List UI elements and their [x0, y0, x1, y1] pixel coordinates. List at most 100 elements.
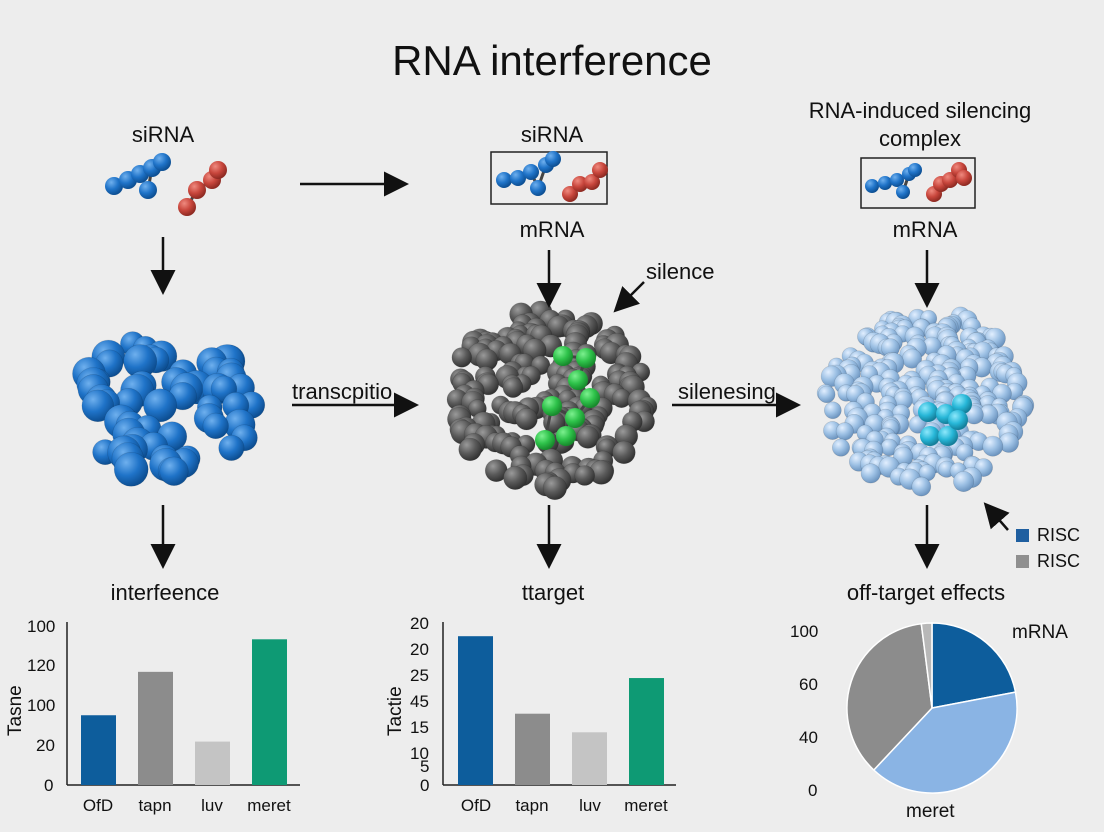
col3-bottom-label: off-target effects: [846, 580, 1006, 605]
chart-3-ytick: 40: [799, 728, 818, 747]
chart-2-ytick: 10: [410, 744, 429, 763]
bar-luv: [195, 741, 230, 785]
bar-luv: [572, 732, 607, 785]
sirna-bead-red: [592, 162, 608, 178]
protein-bead-lightblue: [817, 385, 836, 404]
bar-OfD: [458, 636, 493, 785]
sirna-bead-cyan: [952, 394, 972, 414]
protein-bead-blue: [81, 389, 115, 422]
col2-mrna-label: mRNA: [519, 217, 585, 242]
sirna-bead-red: [562, 186, 578, 202]
pie-label-mrna: mRNA: [1012, 622, 1068, 643]
sirna-bead-cyan: [918, 402, 938, 422]
legend-swatch-1: [1016, 529, 1029, 542]
sirna-bead-blue: [510, 170, 526, 186]
sirna-bead-blue: [896, 185, 910, 199]
mrna-bead-green: [542, 396, 562, 416]
chart-2-ytick: 0: [420, 776, 430, 795]
sirna-bead-blue: [865, 179, 879, 193]
bar-tapn: [138, 671, 173, 785]
mrna-bead-green: [565, 408, 585, 428]
pie-slice-1: [872, 691, 1018, 794]
col3-title-line2: complex: [879, 126, 961, 151]
sirna-bead-blue: [105, 177, 123, 195]
legend-swatch-2: [1016, 555, 1029, 568]
mrna-bead-green: [553, 346, 573, 366]
protein-bead-lightblue: [831, 438, 850, 457]
page-title: RNA interference: [392, 37, 712, 84]
protein-bead-blue: [202, 412, 229, 440]
sirna-bead-red: [956, 170, 972, 186]
chart-2-ylabel: Tactie: [385, 686, 406, 736]
bar-meret: [252, 639, 287, 785]
sirna-bead-red: [209, 161, 227, 179]
protein-bead-blue: [159, 456, 189, 486]
chart-2-bars: [458, 636, 664, 785]
chart-2-category: OfD: [460, 796, 492, 815]
chart-1-bars: [81, 639, 287, 785]
protein-bead-lightblue: [953, 470, 975, 492]
protein-bead-gray: [502, 377, 524, 398]
col3-title-line1: RNA-induced silencing: [808, 98, 1032, 123]
col2-sirna-label: siRNA: [520, 122, 584, 147]
legend-label-1: RISC: [1037, 525, 1081, 545]
sirna-bead-red: [178, 198, 196, 216]
protein-bead-blue: [143, 388, 178, 423]
legend-label-2: RISC: [1037, 551, 1081, 571]
sirna-molecule-right: [865, 162, 972, 202]
sirna-bead-red: [572, 176, 588, 192]
protein-bead-gray: [612, 440, 636, 465]
sirna-bead-blue: [545, 151, 561, 167]
chart-2-ytick: 45: [410, 692, 429, 711]
protein-bead-lightblue: [860, 463, 881, 484]
chart-2-category: luv: [579, 796, 601, 815]
protein-bead-blue: [113, 451, 149, 487]
chart-3-ytick: 100: [790, 622, 819, 641]
chart-2-category: tapn: [515, 796, 549, 815]
risc-protein-cluster: [816, 306, 1035, 497]
gray-protein-cluster: [446, 300, 658, 501]
mrna-bead-green: [568, 370, 588, 390]
chart-2-ytick: 20: [410, 640, 429, 659]
legend-item-2: RISC: [1016, 551, 1080, 572]
protein-bead-lightblue: [911, 476, 932, 497]
chart-2-ytick: 25: [410, 666, 429, 685]
protein-bead-lightblue: [835, 422, 854, 441]
sirna-bead-blue: [496, 172, 512, 188]
sirna-bead-blue: [530, 180, 546, 196]
protein-bead-lightblue: [823, 401, 842, 420]
pie-slice-0: [931, 622, 1017, 709]
col1-sirna-label: siRNA: [131, 122, 195, 147]
arrow-silence-callout: [613, 281, 645, 313]
protein-bead-gray: [458, 437, 482, 462]
blue-protein-cluster: [72, 331, 266, 487]
transcription-label: transcpitio: [292, 379, 393, 404]
chart-1-category: luv: [201, 796, 223, 815]
silencing-label: silenesing: [678, 379, 776, 404]
bar-OfD: [81, 715, 116, 785]
col1-bottom-label: interfeence: [110, 580, 220, 605]
chart-1-ytick: 100: [27, 617, 56, 636]
protein-bead-lightblue: [982, 435, 1004, 457]
protein-bead-gray: [574, 465, 596, 486]
sirna-bead-blue: [890, 173, 904, 187]
sirna-bead-blue: [878, 176, 892, 190]
risc-box: [860, 157, 976, 209]
bar-tapn: [515, 713, 550, 785]
mrna-bead-green: [576, 348, 596, 368]
bar-meret: [629, 678, 664, 785]
sirna-molecule-left: [105, 153, 227, 216]
col2-bottom-label: ttarget: [521, 580, 585, 605]
protein-bead-gray: [515, 407, 538, 431]
sirna-bead-blue: [908, 163, 922, 177]
chart-1-category: OfD: [82, 796, 114, 815]
protein-bead-gray: [542, 475, 568, 501]
protein-bead-blue: [218, 434, 245, 461]
protein-bead-gray: [451, 347, 472, 368]
sirna-box: [490, 151, 608, 205]
chart-1-ylabel: Tasne: [5, 685, 26, 736]
sirna-bead-cyan: [920, 426, 940, 446]
mrna-bead-green: [580, 388, 600, 408]
